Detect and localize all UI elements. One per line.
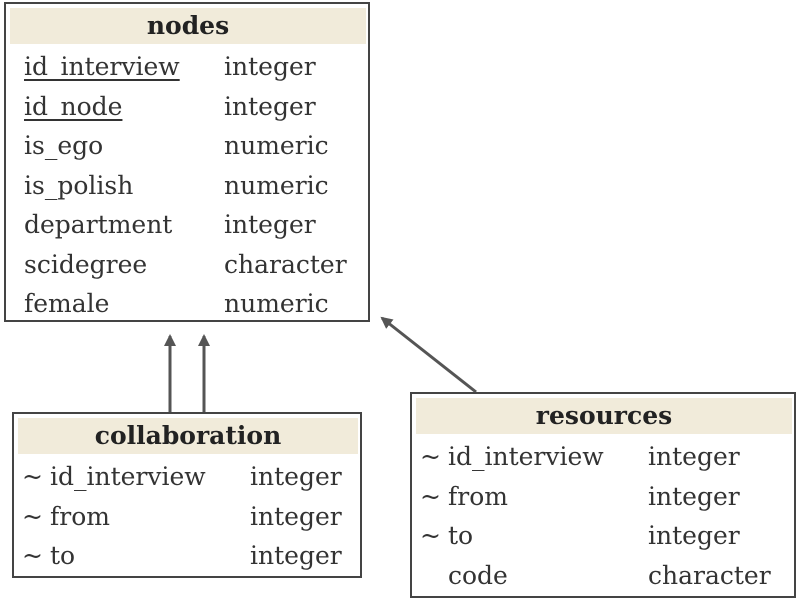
field-name: from [448,481,508,511]
field-row: scidegree character [6,246,368,284]
field-name: scidegree [24,249,148,279]
field-type: integer [250,462,342,491]
field-name: to [50,541,76,570]
foreign-key-marker: ~ [420,481,441,511]
field-row: ~from integer [14,498,360,536]
field-type: integer [648,481,740,511]
field-type: integer [648,521,740,550]
field-row: female numeric [6,285,368,323]
field-row: id_interview integer [6,48,368,86]
foreign-key-marker: ~ [22,541,43,570]
table-title: nodes [10,8,366,44]
field-type: numeric [224,131,329,160]
field-row: id_node integer [6,88,368,126]
field-row: ~id_interview integer [412,438,794,476]
field-type: character [224,249,347,279]
field-row: ~to integer [14,537,360,575]
field-row: is_polish numeric [6,167,368,205]
field-row: ~to integer [412,517,794,555]
field-type: integer [648,442,740,471]
field-name: id_interview [448,442,604,471]
primary-key-field-name: id_node [24,91,123,121]
field-name: from [50,501,110,531]
foreign-key-marker: ~ [420,442,441,471]
field-type: integer [224,52,316,81]
field-row: department integer [6,206,368,244]
field-type: integer [224,210,316,239]
primary-key-field-name: id_interview [24,52,180,81]
field-type: integer [250,501,342,531]
foreign-key-marker: ~ [22,462,43,491]
field-type: integer [224,91,316,121]
table-title: resources [416,398,792,434]
foreign-key-marker: ~ [420,521,441,550]
field-name: code [448,560,508,590]
field-type: numeric [224,170,329,200]
field-type: numeric [224,289,329,318]
field-name: id_interview [50,462,206,491]
relation-arrow-resources-nodes [380,316,477,394]
foreign-key-marker: ~ [22,501,43,531]
field-name: is_polish [24,170,134,200]
field-row: ~id_interview integer [14,458,360,496]
field-type: character [648,560,771,590]
field-row: code character [412,557,794,595]
field-name: to [448,521,474,550]
table-title: collaboration [18,418,358,454]
field-row: is_ego numeric [6,127,368,165]
field-name: department [24,210,173,239]
field-row: ~from integer [412,478,794,516]
field-type: integer [250,541,342,570]
field-name: is_ego [24,131,104,160]
field-name: female [24,289,110,318]
